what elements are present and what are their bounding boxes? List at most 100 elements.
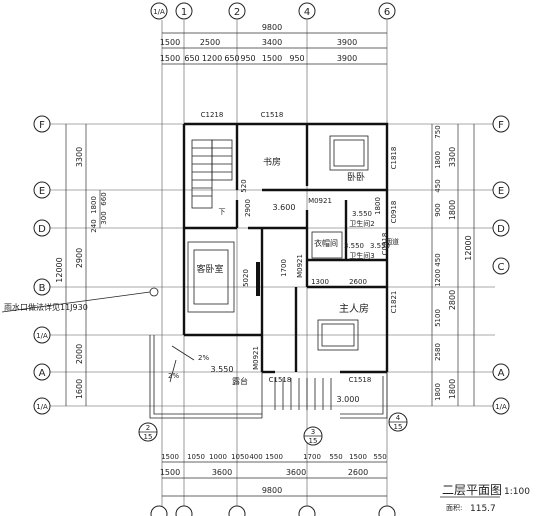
dim-top-row2: 650 <box>224 54 239 63</box>
room-bedroom-guest: 客卧室 <box>196 263 223 275</box>
dim-bottom-row1: 1000 <box>209 453 227 461</box>
window-label: C1821 <box>390 291 398 314</box>
terrace-railing <box>149 335 388 419</box>
dim-right-inner: 2580 <box>434 343 442 361</box>
dim-bottom-row2: 3600 <box>212 468 232 477</box>
dim-bottom-row1: 1050 <box>231 453 249 461</box>
dim-right-inner: 900 <box>434 203 442 216</box>
dim-bottom-row1: 1050 <box>187 453 205 461</box>
axis-top-label: 2 <box>234 7 240 18</box>
door-label: M0921 <box>308 197 332 205</box>
axis-left-label: A <box>39 368 46 379</box>
axis-right-label: F <box>498 120 504 131</box>
detail-den: 15 <box>309 437 318 445</box>
dim-top-total: 9800 <box>262 23 282 32</box>
dim-right-inner: 1800 <box>434 383 442 401</box>
dim-bottom-row1: 1500 <box>161 453 179 461</box>
detail-num: 4 <box>396 414 401 422</box>
dim-interior: 1300 <box>311 278 329 286</box>
room-labels: 书房 卧卧 客卧室 衣帽间 主人房 露台 卫生间2 卫生间3 下 烟道 <box>196 156 399 386</box>
axis-left-label: D <box>38 224 46 235</box>
axis-left-label: B <box>39 283 46 294</box>
room-bedroom-secondary: 卧卧 <box>347 171 365 183</box>
room-terrace: 露台 <box>232 376 248 386</box>
left-axis-bubbles: F E D B 1/A A 1/A <box>33 115 51 415</box>
window-label: C1518 <box>269 376 292 384</box>
window-label: C1518 <box>349 376 372 384</box>
dim-right-outer: 3300 <box>448 147 457 167</box>
title-block: 二层平面图 1:100 面积: 115.7 <box>440 483 530 514</box>
drawing-title: 二层平面图 <box>442 483 502 497</box>
window-label: C1818 <box>390 147 398 170</box>
walls <box>182 122 389 374</box>
dim-right-outer: 1800 <box>448 200 457 220</box>
dim-right-inner: 1800 <box>434 151 442 169</box>
dim-interior: 1800 <box>374 197 382 215</box>
dim-top-row2: 650 <box>184 54 199 63</box>
opening-labels: C1218 C1518 C1818 C0918 C0918 C1821 C151… <box>201 111 398 384</box>
slope-label: 2% <box>198 354 209 362</box>
dim-top-row2: 1500 <box>262 54 282 63</box>
dim-bottom-row2: 2600 <box>348 468 368 477</box>
dim-bottom-row1: 550 <box>329 453 342 461</box>
dim-top-row2: 950 <box>289 54 304 63</box>
area-label: 面积: <box>446 503 462 512</box>
slope-label: 2% <box>168 372 179 380</box>
side-note: 雨水口做法详见11J930 <box>1 287 159 313</box>
dim-bottom-row1: 400 <box>249 453 262 461</box>
dim-top-row1: 3400 <box>262 38 282 47</box>
window-label: C0918 <box>390 201 398 224</box>
dim-bottom-row2: 1500 <box>160 468 180 477</box>
axis-top-label: 4 <box>304 7 310 18</box>
dim-left-total: 12000 <box>55 257 64 282</box>
dim-interior: 520 <box>240 179 248 192</box>
elevations: 3.600 3.550 3.550 3.550 3.000 <box>273 203 390 404</box>
dim-bottom-row1: 1700 <box>303 453 321 461</box>
grid-lines <box>48 20 495 516</box>
right-dimensions: 750 1800 450 900 450 1200 5100 2580 1800… <box>431 124 475 406</box>
room-bath3: 卫生间3 <box>349 251 374 260</box>
elevation-mark: 3.000 <box>337 395 360 404</box>
axis-right-label: 1/A <box>495 403 507 411</box>
dim-left-inner: 240 <box>90 219 98 232</box>
dim-bottom-row1: 1500 <box>349 453 367 461</box>
axis-top-label: 1 <box>181 7 187 18</box>
dim-top-row2: 950 <box>240 54 255 63</box>
dim-top-row2: 3900 <box>337 54 357 63</box>
dim-bottom-total: 9800 <box>262 486 282 495</box>
dim-right-inner: 450 <box>434 253 442 266</box>
dim-left-outer: 1600 <box>75 379 84 399</box>
room-closet: 衣帽间 <box>314 238 338 248</box>
area-value: 115.7 <box>470 504 496 514</box>
axis-top-label: 1/A <box>153 8 165 16</box>
top-axis-bubbles: 1/A 1 2 4 6 <box>150 2 396 20</box>
bottom-dimensions: 1500 1050 1000 1050 400 1500 1700 550 15… <box>160 453 387 497</box>
dim-left-outer: 2000 <box>75 344 84 364</box>
left-dimensions: 12000 3300 2900 2000 1600 1800 240 300 6… <box>55 124 108 406</box>
dim-bottom-row2: 3600 <box>286 468 306 477</box>
window-label: C1218 <box>201 111 224 119</box>
axis-right-label: E <box>498 186 504 197</box>
door-label: M0921 <box>252 346 260 370</box>
dim-right-outer: 2800 <box>448 290 457 310</box>
interior-dimensions: 520 2900 5020 1700 1300 2600 1800 <box>240 179 382 287</box>
dim-interior: 1700 <box>280 259 288 277</box>
slope-marks: 2% 2% 3.550 <box>168 345 233 383</box>
axis-left-label: 1/A <box>36 332 48 340</box>
detail-bubbles: 2 15 3 15 4 15 <box>138 412 408 446</box>
dim-top-row2: 1200 <box>202 54 222 63</box>
dim-left-inner: 1800 <box>90 196 98 214</box>
dim-interior: 2600 <box>349 278 367 286</box>
dim-bottom-row1: 1500 <box>265 453 283 461</box>
dim-right-total: 12000 <box>464 235 473 260</box>
dim-left-outer: 3300 <box>75 147 84 167</box>
dim-right-inner: 5100 <box>434 309 442 327</box>
dim-top-row1: 1500 <box>160 38 180 47</box>
drawing-scale: 1:100 <box>504 487 530 497</box>
axis-left-label: F <box>39 120 45 131</box>
dim-top-row2: 1500 <box>160 54 180 63</box>
detail-den: 15 <box>144 433 153 441</box>
axis-top-label: 6 <box>384 7 390 18</box>
dim-interior: 5020 <box>242 269 250 287</box>
detail-num: 2 <box>146 424 150 432</box>
